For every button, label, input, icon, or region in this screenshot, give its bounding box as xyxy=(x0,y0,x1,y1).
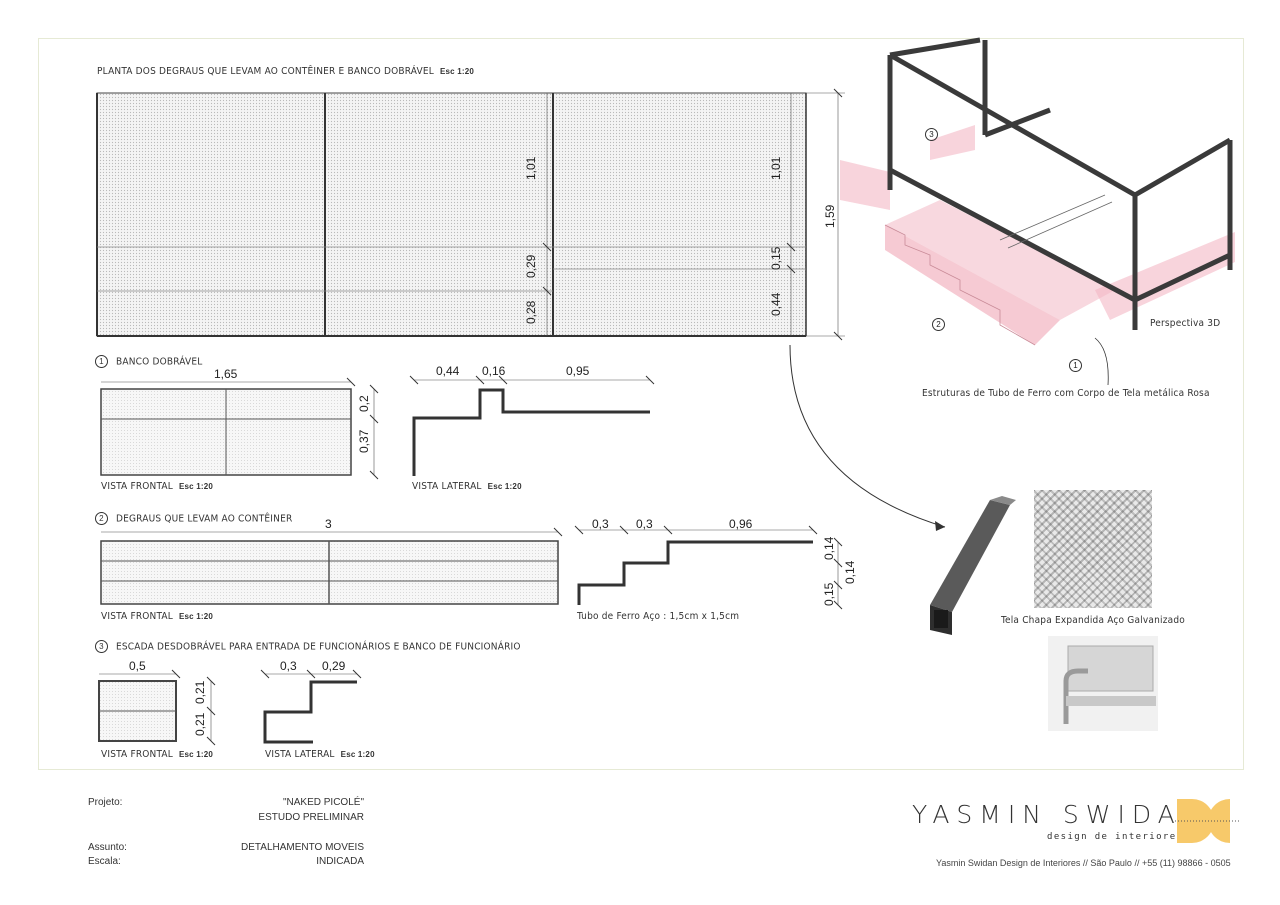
plan-dim-5: 0,15 xyxy=(769,246,783,270)
assunto-label: Assunto: xyxy=(88,842,127,853)
section3-side-view xyxy=(260,669,362,744)
s1-front-width: 1,65 xyxy=(214,367,238,381)
plan-view xyxy=(96,88,845,341)
bench-icon xyxy=(1063,645,1156,724)
mesh-label: Tela Chapa Expandida Aço Galvanizado xyxy=(1001,615,1185,626)
perspective-caption: Estruturas de Tubo de Ferro com Corpo de… xyxy=(922,388,1210,399)
s3-front-h1: 0,21 xyxy=(193,680,207,704)
brand-name: YASMIN SWIDAN xyxy=(912,800,1208,829)
section1-front-view xyxy=(100,377,379,480)
s3-front-width: 0,5 xyxy=(129,659,146,673)
s2-side-note: Tubo de Ferro Aço : 1,5cm x 1,5cm xyxy=(577,611,740,622)
brand-logo-icon xyxy=(1172,799,1240,843)
sheet-frame xyxy=(38,38,1244,770)
s3-front-h2: 0,21 xyxy=(193,712,207,736)
s2-side-d2: 0,3 xyxy=(636,517,653,531)
plan-dim-3: 0,29 xyxy=(524,254,538,278)
plan-dim-4: 0,28 xyxy=(524,300,538,324)
section2-side-view xyxy=(574,525,843,610)
contact-line: Yasmin Swidan Design de Interiores // Sã… xyxy=(936,858,1231,868)
plan-title: PLANTA DOS DEGRAUS QUE LEVAM AO CONTÊINE… xyxy=(97,66,475,77)
s2-side-d4: 0,14 xyxy=(822,536,836,560)
s2-side-d6: 0,15 xyxy=(822,582,836,606)
mesh-photo xyxy=(1034,490,1152,608)
projeto-label: Projeto: xyxy=(88,797,123,808)
s1-front-h2: 0,37 xyxy=(357,429,371,453)
projeto-sub: ESTUDO PRELIMINAR xyxy=(258,812,364,823)
s2-front-width: 3 xyxy=(325,517,332,531)
brand-tagline: design de interiores xyxy=(1047,832,1184,842)
s2-side-d1: 0,3 xyxy=(592,517,609,531)
marker-3: 3 xyxy=(925,126,946,144)
s1-side-d2: 0,16 xyxy=(482,364,506,378)
s2-side-d5: 0,14 xyxy=(843,560,857,584)
section3-front-view xyxy=(98,669,216,746)
assunto-value: DETALHAMENTO MOVEIS xyxy=(241,842,364,853)
s3-side-d1: 0,3 xyxy=(280,659,297,673)
plan-dim-6: 0,44 xyxy=(769,292,783,316)
escala-value: INDICADA xyxy=(316,856,364,867)
s1-side-d1: 0,44 xyxy=(436,364,460,378)
plan-dim-7: 1,59 xyxy=(823,204,837,228)
section2-front-view xyxy=(100,527,563,605)
s1-front-h1: 0,2 xyxy=(357,395,371,412)
marker-1: 1 xyxy=(1069,357,1090,375)
perspective-3d xyxy=(789,37,1235,531)
s2-side-d3: 0,96 xyxy=(729,517,753,531)
iron-tube-image xyxy=(930,496,1016,635)
plan-dim-1: 1,01 xyxy=(524,156,538,180)
s1-side-d3: 0,95 xyxy=(566,364,590,378)
plan-dim-2: 1,01 xyxy=(769,156,783,180)
escala-label: Escala: xyxy=(88,856,121,867)
bench-photo xyxy=(1048,636,1158,731)
projeto-value: "NAKED PICOLÉ" xyxy=(282,797,364,808)
perspective-label: Perspectiva 3D xyxy=(1150,318,1221,329)
marker-2: 2 xyxy=(932,316,953,334)
section1-side-view xyxy=(409,375,655,476)
s3-side-d2: 0,29 xyxy=(322,659,346,673)
